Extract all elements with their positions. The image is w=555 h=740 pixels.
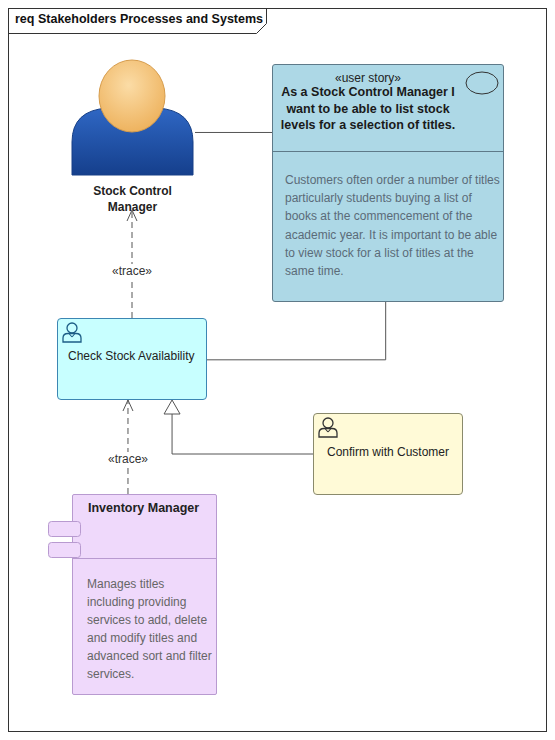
compartment-divider xyxy=(273,151,503,152)
trace-line xyxy=(127,400,128,494)
generalization-head xyxy=(164,400,180,414)
connector xyxy=(164,400,313,454)
node-label: Confirm with Customer xyxy=(327,445,461,460)
node-label: Check Stock Availability xyxy=(68,349,204,364)
user-story-oval xyxy=(466,72,498,94)
person-icon-body xyxy=(319,429,337,438)
activity-box: Check Stock Availability xyxy=(57,318,207,400)
edge-label: «trace» xyxy=(106,452,150,466)
component-box: Inventory ManagerManages titles includin… xyxy=(72,494,217,695)
person-icon xyxy=(61,321,85,345)
person-icon xyxy=(317,416,341,440)
node-body-text: Customers often order a number of titles… xyxy=(285,171,501,280)
connector-line xyxy=(195,132,272,133)
connector xyxy=(123,400,133,494)
connector-line xyxy=(172,414,313,454)
actor-head xyxy=(99,60,165,132)
person-icon-head xyxy=(67,323,77,333)
component-port xyxy=(49,522,81,537)
compartment-divider xyxy=(73,558,216,559)
user-story-icon xyxy=(465,70,499,96)
component-port xyxy=(49,543,81,558)
component-icon xyxy=(48,521,88,571)
person-icon-body xyxy=(63,334,81,343)
actor: Stock Control Manager xyxy=(70,58,195,210)
connector-line xyxy=(207,302,386,360)
diagram-title: req Stakeholders Processes and Systems xyxy=(15,12,263,26)
person-icon-neck xyxy=(72,334,75,338)
person-icon-neck xyxy=(69,334,72,338)
node-label: Stock Control Manager xyxy=(70,183,195,215)
activity-box: Confirm with Customer xyxy=(313,413,463,495)
node-heading: Inventory Manager xyxy=(88,500,213,516)
edge-label: «trace» xyxy=(110,264,154,278)
arrow-head xyxy=(123,400,133,411)
node-body-text: Manages titles including providing servi… xyxy=(87,575,215,683)
connector xyxy=(207,302,386,360)
person-icon-neck xyxy=(325,429,328,433)
node-body-text: As a Stock Control Manager I want to be … xyxy=(273,84,463,134)
person-icon-neck xyxy=(328,429,331,433)
arrow-head xyxy=(127,210,137,221)
connector xyxy=(195,132,272,133)
user-story-box: «user story»As a Stock Control Manager I… xyxy=(272,64,504,302)
node-heading: «user story» xyxy=(273,71,463,85)
actor-figure xyxy=(70,58,195,178)
person-icon-head xyxy=(323,418,333,428)
